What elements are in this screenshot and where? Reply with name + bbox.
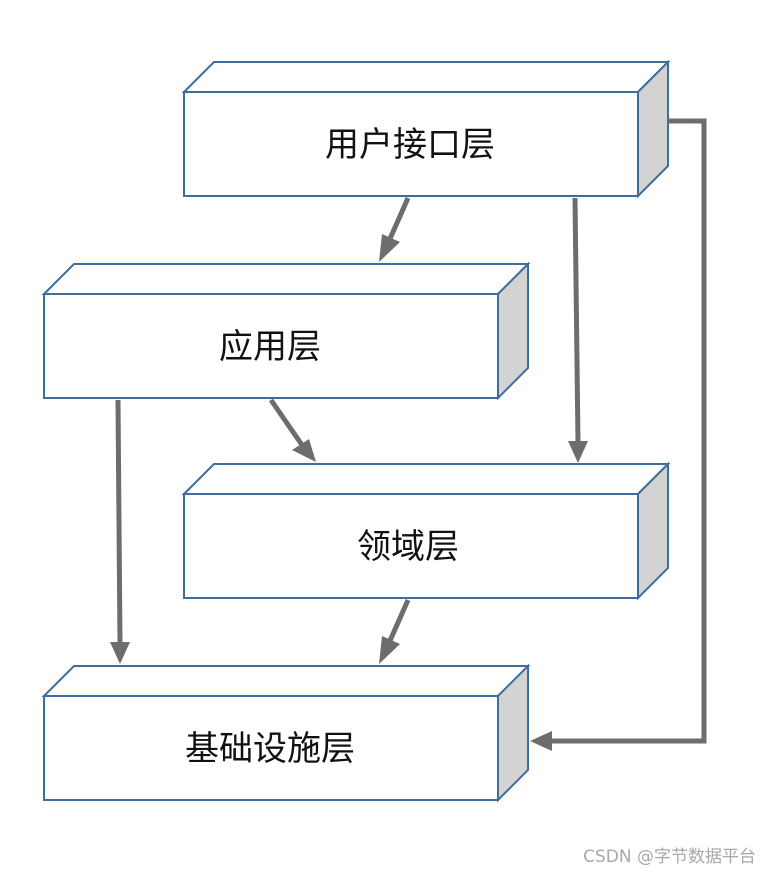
application-layer-label: 应用层 — [219, 327, 321, 367]
application-layer-box: 应用层 — [41, 261, 531, 401]
arrow-ui-to-infrastructure — [530, 118, 707, 751]
user-interface-layer-top — [181, 61, 671, 93]
infrastructure-layer-label: 基础设施层 — [185, 729, 355, 769]
arrow-ui-to-domain — [568, 197, 588, 463]
infrastructure-layer-front — [43, 695, 499, 801]
domain-layer-front — [183, 493, 639, 599]
user-interface-layer-front — [183, 91, 639, 197]
arrow-application-to-infrastructure — [110, 399, 130, 664]
infrastructure-layer-box: 基础设施层 — [41, 663, 531, 803]
arrow-ui-to-application — [379, 196, 411, 262]
user-interface-layer-label: 用户接口层 — [325, 125, 495, 165]
infrastructure-layer-top — [41, 665, 531, 697]
application-layer-top — [41, 263, 531, 295]
watermark-text: CSDN @字节数据平台 — [583, 847, 756, 867]
domain-layer-top — [181, 463, 671, 495]
domain-layer-box: 领域层 — [181, 461, 671, 601]
arrow-application-to-domain — [268, 398, 316, 462]
application-layer-front — [43, 293, 499, 399]
arrow-domain-to-infrastructure — [379, 598, 411, 664]
user-interface-layer-box: 用户接口层 — [181, 59, 671, 199]
domain-layer-label: 领域层 — [357, 527, 459, 567]
